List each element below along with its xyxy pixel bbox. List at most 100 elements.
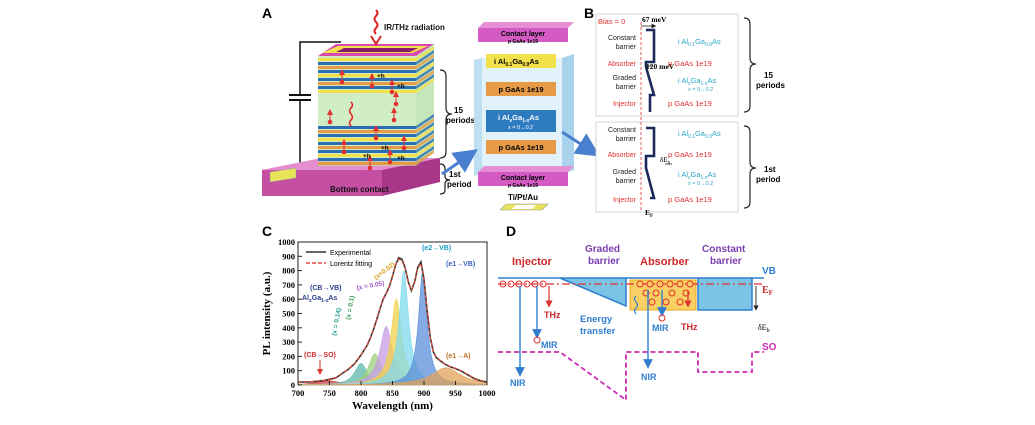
- y-tick-label: 700: [282, 280, 295, 290]
- y-tick-label: 300: [282, 337, 295, 347]
- hole-circle: [668, 289, 676, 297]
- stripe: [318, 142, 416, 145]
- svg-text:periods: periods: [756, 81, 785, 90]
- panel-d-label: D: [506, 223, 516, 239]
- brace-15-periods: [439, 69, 453, 159]
- row-label: Injector: [613, 101, 637, 108]
- radiation-wave-icon: [373, 9, 379, 35]
- svg-text:x = 0→0.2: x = 0→0.2: [508, 125, 533, 131]
- layer-p-gaas-1: [486, 82, 556, 96]
- hole-circle: [648, 298, 656, 306]
- constant-barrier-region: [698, 278, 752, 310]
- stripe-side: [416, 118, 434, 133]
- panel-b: B Bias = 0 67 meV 120 meV Constantbarrie…: [584, 5, 785, 219]
- row-material: i AlxGa1-xAs: [678, 170, 716, 181]
- legend-label-fit: Lorentz fitting: [330, 261, 372, 268]
- hole-circle: [676, 280, 684, 288]
- panel-c-label: C: [262, 223, 272, 239]
- injector-label: Injector: [512, 256, 552, 268]
- y-tick-label: 200: [282, 351, 295, 361]
- layer-barrier: [486, 54, 556, 68]
- svg-text:period: period: [756, 175, 781, 184]
- row-label: Constant: [608, 35, 636, 42]
- thz-label-1: THz: [544, 310, 561, 320]
- annotation-label: (e1→A): [446, 353, 471, 360]
- hole-circle: [676, 298, 684, 306]
- so-label: SO: [762, 342, 777, 353]
- nir-label-1: NIR: [510, 378, 526, 388]
- brace-1st-period: [439, 163, 451, 195]
- nir-label-2: NIR: [641, 372, 657, 382]
- hole-circle: [539, 280, 547, 288]
- constant-label-2: barrier: [710, 256, 742, 267]
- zoom-arrow-b: [561, 130, 601, 157]
- row-label: Absorber: [608, 61, 637, 68]
- x-tick-label: 750: [323, 388, 336, 398]
- row-material: p GaAs 1e19: [668, 99, 712, 108]
- stripe-side: [416, 50, 434, 65]
- stripe-side: [416, 54, 434, 69]
- stripe-side: [416, 58, 434, 73]
- stripe-side: [416, 66, 434, 81]
- hole-circle: [666, 280, 674, 288]
- zoom-arrow-a: [441, 149, 478, 176]
- ef-label-d: EF: [762, 285, 773, 297]
- stripe: [318, 126, 416, 129]
- stripe: [318, 134, 416, 137]
- row-label: barrier: [616, 178, 637, 185]
- annotation-label: (x = 0.1): [345, 295, 356, 320]
- hole-label: +h: [397, 155, 405, 162]
- stripe: [318, 130, 416, 133]
- stripe: [318, 146, 416, 149]
- row-material: i Al0.1Ga0.9As: [678, 37, 721, 48]
- svg-text:i AlxGa1-xAs: i AlxGa1-xAs: [498, 113, 539, 124]
- x-tick-label: 800: [355, 388, 368, 398]
- stripe: [318, 150, 416, 153]
- stripe-side: [416, 114, 434, 129]
- band-profile-top: [644, 28, 656, 112]
- hole-dot: [391, 117, 397, 123]
- hole-circle: [531, 280, 539, 288]
- graded-label-2: barrier: [588, 256, 620, 267]
- mir-label-2: MIR: [652, 323, 669, 333]
- band-profile-bottom: [644, 126, 656, 200]
- stripe: [318, 74, 416, 77]
- ef-label-b: EF: [645, 208, 653, 219]
- period1-a-line1: 1st: [449, 170, 461, 179]
- stripe: [318, 82, 416, 85]
- row-material: i Al0.1Ga0.9As: [678, 129, 721, 140]
- stripe: [318, 66, 416, 69]
- x-tick-label: 1000: [479, 388, 496, 398]
- annotation-label: (CB→SO): [304, 352, 336, 359]
- radiation-label: IR/THz radiation: [384, 23, 445, 32]
- hole-circle: [507, 280, 515, 288]
- hole-circle: [686, 280, 694, 288]
- graded-label-1: Graded: [585, 244, 620, 255]
- thz-label-2: THz: [681, 322, 698, 332]
- brace-1st-period-b: [743, 125, 757, 209]
- panel-d: D Injector Graded barrier Absorber Const…: [498, 223, 777, 402]
- row-label: Constant: [608, 127, 636, 134]
- y-tick-label: 800: [282, 266, 295, 276]
- y-tick-label: 900: [282, 251, 295, 261]
- so-band-line: [498, 351, 764, 402]
- hole-dot: [401, 145, 407, 151]
- panel-a-label: A: [262, 5, 272, 21]
- y-tick-label: 0: [291, 380, 295, 390]
- svg-text:p GaAs 1e19: p GaAs 1e19: [508, 39, 538, 45]
- stripe-side: [416, 130, 434, 145]
- contact-layer-top: [478, 28, 568, 42]
- svg-text:p GaAs 1e19: p GaAs 1e19: [498, 143, 543, 152]
- x-tick-label: 850: [386, 388, 399, 398]
- hole-dot: [389, 89, 395, 95]
- row-label: barrier: [616, 44, 637, 51]
- stripe-side: [416, 122, 434, 137]
- hole-markers-d: [499, 280, 694, 306]
- stripe-side: [416, 134, 434, 149]
- y-tick-label: 600: [282, 294, 295, 304]
- stripe-side: [416, 138, 434, 153]
- stripe: [318, 58, 416, 61]
- row-label: Injector: [613, 197, 637, 204]
